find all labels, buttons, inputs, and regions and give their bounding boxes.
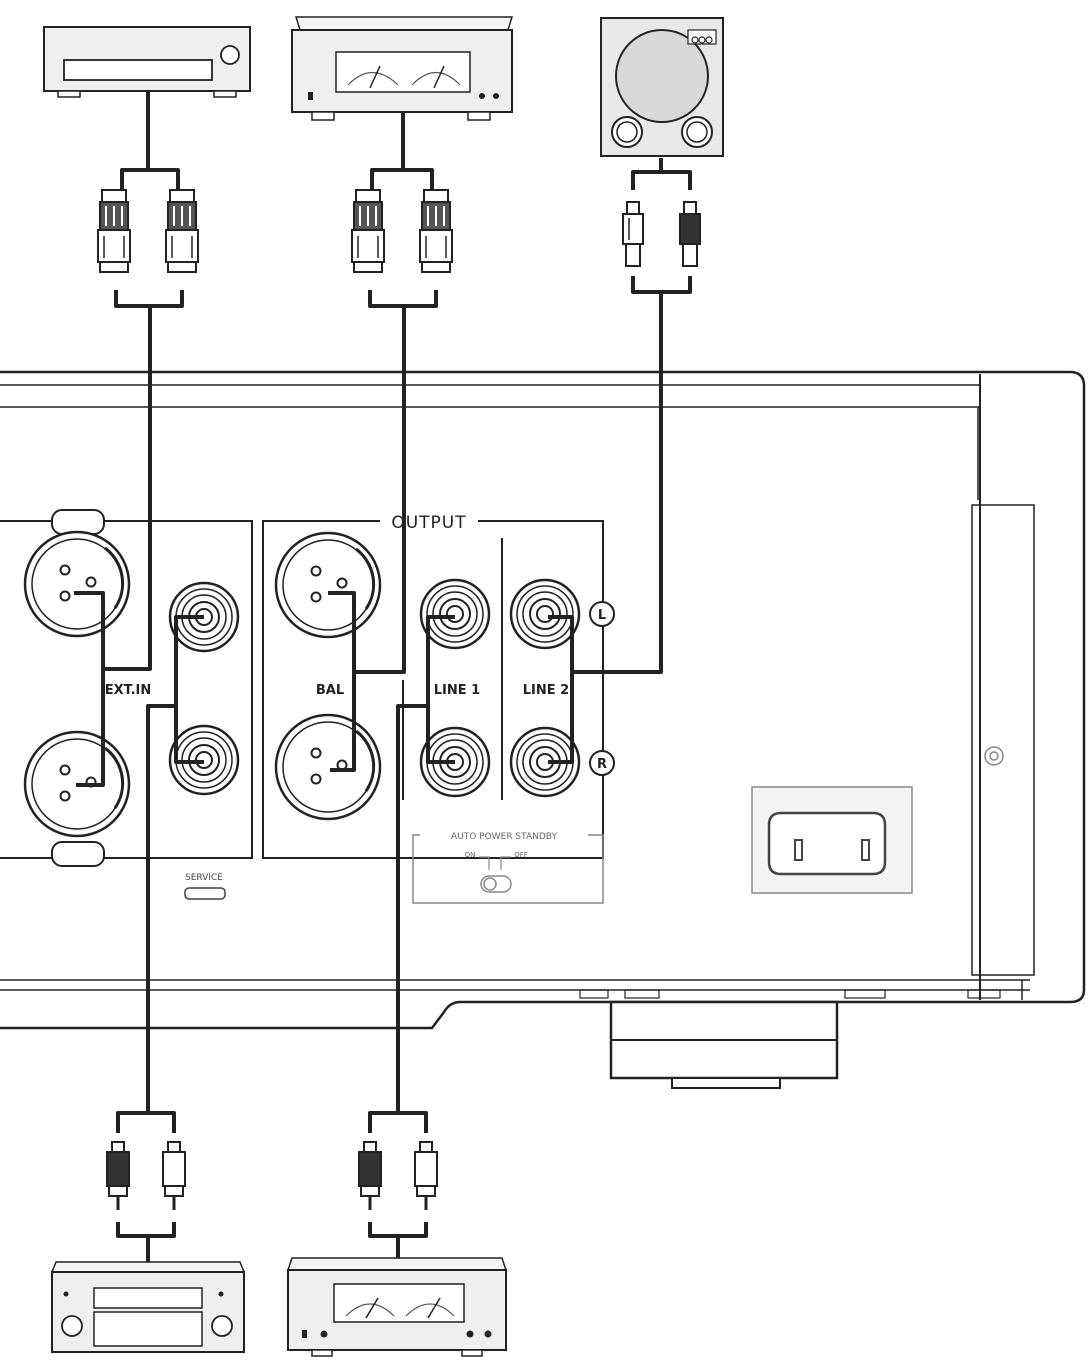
- screw-icon: [984, 746, 1004, 766]
- rca-plug-icon: [413, 1140, 439, 1212]
- service-port: SERVICE: [184, 873, 226, 900]
- integrated-amplifier-icon: [286, 1257, 508, 1357]
- bal-label: BAL: [316, 683, 344, 698]
- cd-player-icon: [43, 26, 251, 98]
- line1-rca-jack-l[interactable]: [419, 578, 491, 650]
- rca-plug-icon: [622, 201, 644, 267]
- bal-xlr-jack-r[interactable]: [274, 713, 382, 821]
- xlr-plug-icon: [97, 189, 131, 273]
- bal-xlr-jack-l[interactable]: [274, 531, 382, 639]
- rca-plug-icon: [161, 1140, 187, 1212]
- line1-label: LINE 1: [434, 683, 480, 698]
- switch-on-label: ON: [465, 851, 476, 859]
- ext-in-label: EXT.IN: [105, 683, 151, 698]
- ext-in-section: EXT.IN: [0, 509, 253, 867]
- auto-power-standby-label: AUTO POWER STANDBY: [451, 832, 557, 842]
- line2-rca-jack-l[interactable]: [509, 578, 581, 650]
- ac-inlet: [751, 786, 913, 894]
- subwoofer-icon: [600, 17, 724, 157]
- channel-right-label: R: [597, 757, 607, 772]
- channel-left-label: L: [598, 608, 606, 623]
- xlr-plug-icon: [419, 189, 453, 273]
- rca-plug-icon: [105, 1140, 131, 1212]
- xlr-plug-icon: [351, 189, 385, 273]
- rca-plug-icon: [679, 201, 701, 267]
- output-section: OUTPUT BAL LINE 1 LINE 2 L R: [262, 513, 615, 859]
- cables: [74, 92, 692, 1262]
- ext-in-xlr-jack-l[interactable]: [23, 530, 131, 638]
- output-label: OUTPUT: [391, 513, 466, 533]
- av-receiver-icon: [50, 1261, 246, 1353]
- switch-off-label: OFF: [514, 851, 528, 859]
- auto-power-standby: AUTO POWER STANDBY ON OFF: [412, 832, 604, 904]
- line2-label: LINE 2: [523, 683, 569, 698]
- service-label: SERVICE: [185, 873, 223, 883]
- power-amplifier-icon: [291, 16, 514, 121]
- usb-service-port[interactable]: [184, 887, 226, 900]
- xlr-plug-icon: [165, 189, 199, 273]
- rca-plug-icon: [357, 1140, 383, 1212]
- plugs: [97, 189, 701, 1212]
